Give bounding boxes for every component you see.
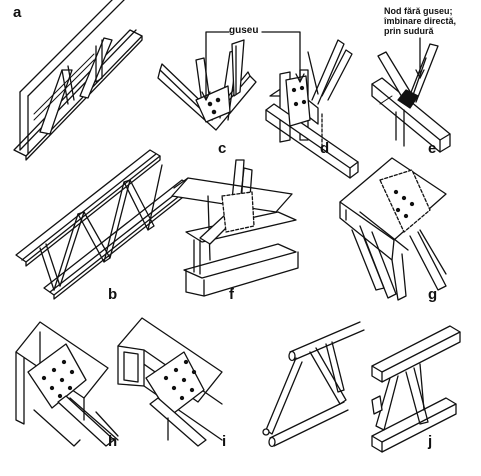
- panel-f-ibeam-joint: [171, 159, 299, 297]
- panel-label-a: a: [13, 4, 22, 21]
- weld-node-callout: Nod fără guseu; îmbinare directă, prin s…: [384, 6, 456, 36]
- gusset-callout-leaders: [201, 31, 305, 101]
- panel-j-square-tube-truss: [371, 325, 461, 453]
- panel-label-i: i: [222, 433, 227, 450]
- panel-e-welded-node: [371, 43, 451, 153]
- panel-label-c: c: [218, 140, 227, 157]
- panel-label-j: j: [428, 433, 433, 450]
- panel-label-h: h: [108, 433, 118, 450]
- weld-node-callout-line-1: Nod fără guseu;: [384, 6, 453, 16]
- panel-g-plated-joint: [339, 157, 447, 301]
- panel-label-e: e: [428, 140, 437, 157]
- weld-node-callout-leader: [415, 37, 425, 79]
- panel-label-g: g: [428, 286, 438, 303]
- weld-node-callout-line-3: prin sudură: [384, 26, 434, 36]
- panel-label-f: f: [229, 286, 234, 303]
- gusset-callout: guseu: [229, 25, 259, 36]
- panel-d-gusset-beam: [265, 39, 359, 179]
- panel-label-b: b: [108, 286, 118, 303]
- panel-c-gusset-joint: [157, 39, 257, 131]
- panel-label-d: d: [320, 140, 330, 157]
- panel-i-hollow-gusset: [117, 317, 223, 447]
- panel-a-truss: [13, 0, 143, 161]
- weld-node-callout-line-2: îmbinare directă,: [384, 16, 457, 26]
- panel-b-warren-girder: [15, 149, 193, 300]
- panel-h-box-gusset: [15, 321, 119, 447]
- panel-round-tube-truss: [262, 321, 365, 448]
